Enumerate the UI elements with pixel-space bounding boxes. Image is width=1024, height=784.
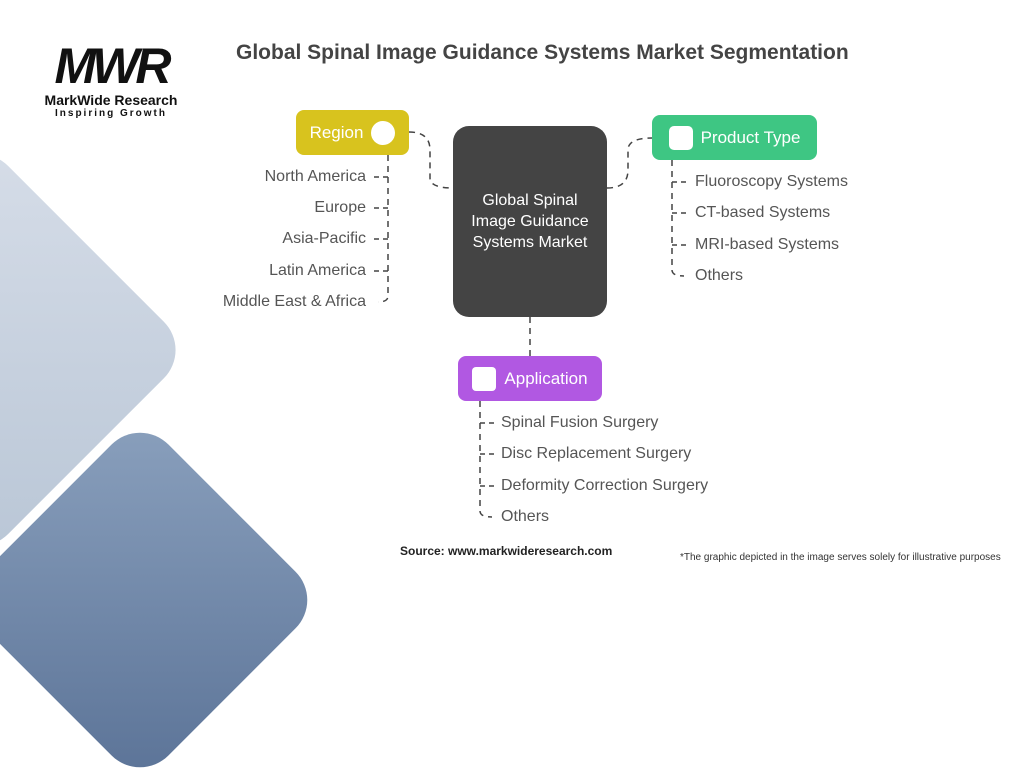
globe-icon (371, 120, 396, 145)
logo-mark: MWR (54, 38, 172, 94)
region-item: North America (264, 168, 366, 185)
source-text: Source: www.markwideresearch.com (400, 544, 613, 558)
application-label: Application (504, 368, 588, 388)
page-title: Global Spinal Image Guidance Systems Mar… (236, 41, 849, 64)
product-type-label: Product Type (700, 127, 801, 147)
connector-product (606, 137, 653, 189)
product-item: CT-based Systems (695, 204, 831, 221)
region-trunk (377, 155, 389, 303)
region-item: Europe (314, 199, 366, 216)
region-label: Region (309, 122, 364, 142)
logo: MWR MarkWide Research Inspiring Growth (35, 40, 187, 119)
application-node: Application (458, 356, 602, 401)
scanner-icon (668, 125, 693, 150)
product-item: MRI-based Systems (695, 236, 840, 253)
center-node: Global Spinal Image Guidance Systems Mar… (453, 126, 607, 317)
logo-tagline: Inspiring Growth (55, 108, 167, 119)
connector-region (408, 131, 454, 189)
connectors (374, 131, 688, 518)
region-item: Asia-Pacific (282, 230, 366, 247)
product-type-node: Product Type (652, 115, 817, 160)
logo-name: MarkWide Research (44, 92, 178, 108)
surgery-icon (472, 366, 497, 391)
application-item: Disc Replacement Surgery (501, 445, 692, 462)
region-item: Latin America (269, 262, 366, 279)
product-item: Others (695, 267, 744, 284)
application-item: Spinal Fusion Surgery (501, 414, 659, 431)
region-item: Middle East & Africa (222, 293, 366, 310)
region-node: Region (296, 110, 409, 155)
product-trunk (671, 160, 685, 277)
product-item: Fluoroscopy Systems (695, 173, 848, 190)
disclaimer-text: *The graphic depicted in the image serve… (680, 552, 1001, 563)
application-trunk (479, 401, 493, 518)
application-item: Deformity Correction Surgery (501, 477, 709, 494)
application-item: Others (501, 508, 550, 525)
